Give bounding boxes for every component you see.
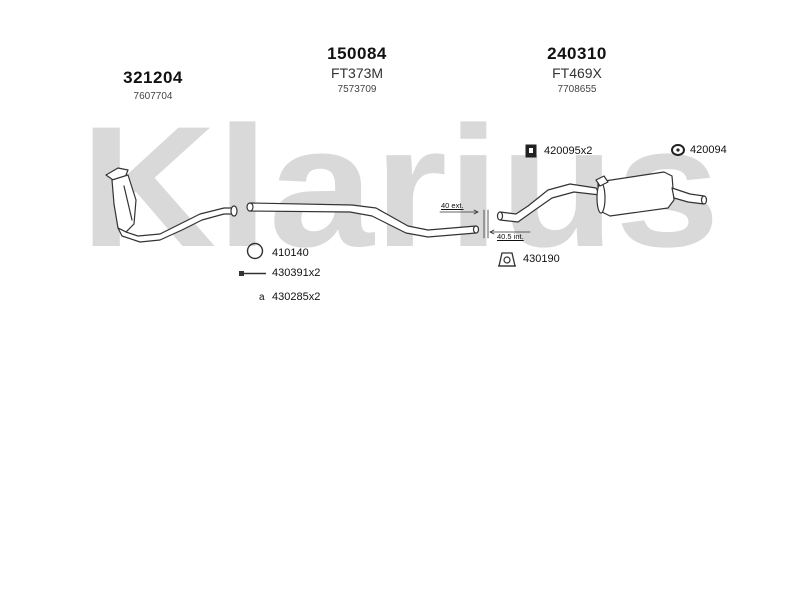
rear-silencer	[496, 171, 708, 223]
part-number: 321204	[123, 68, 183, 87]
dimension-internal: 40.5 int.	[497, 232, 524, 241]
dimension-external: 40 ext.	[441, 201, 464, 210]
product-code: FT469X	[552, 65, 602, 81]
product-code: FT373M	[330, 65, 384, 81]
nut-label: 430285x2	[272, 291, 321, 303]
gasket-ring-icon	[246, 242, 264, 260]
bolt-label: 430391x2	[272, 267, 321, 279]
oe-number: 7607704	[133, 91, 173, 102]
joint-dimension-marks	[439, 209, 531, 239]
nut-icon: a	[259, 292, 265, 303]
gasket-ring-label: 410140	[272, 247, 309, 259]
oe-number: 7573709	[337, 84, 377, 95]
clamp-bracket-icon	[525, 144, 537, 158]
catalytic-converter-pipe	[105, 167, 238, 243]
hanger-ring-icon	[671, 144, 685, 156]
part-number: 150084	[327, 44, 387, 63]
bolt-icon	[239, 271, 266, 276]
mounting-rubber-label: 430190	[523, 253, 560, 265]
oe-number: 7708655	[557, 84, 597, 95]
assembly-header-rear-silencer: 240310 FT469X 7708655	[532, 44, 622, 95]
mounting-rubber-icon	[498, 252, 516, 267]
assembly-header-middle-pipe: 150084 FT373M 7573709	[312, 44, 402, 95]
assembly-header-catalyst: 321204 7607704	[108, 68, 198, 102]
clamp-bracket-label: 420095x2	[544, 145, 593, 157]
hanger-ring-label: 420094	[690, 144, 727, 156]
part-number: 240310	[547, 44, 607, 63]
middle-pipe	[246, 202, 480, 238]
